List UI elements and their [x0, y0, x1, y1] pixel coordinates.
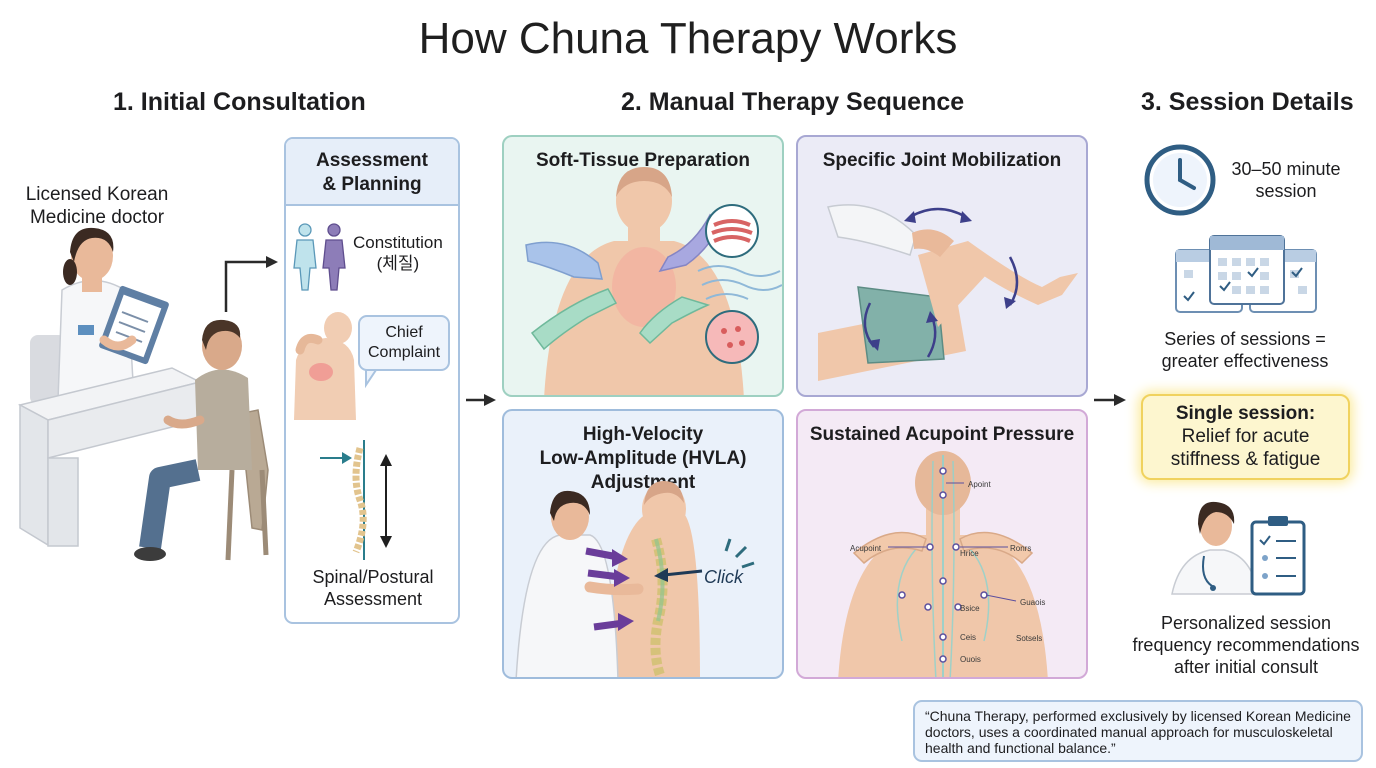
hvla-panel: High-Velocity Low-Amplitude (HVLA) Adjus… [502, 409, 784, 679]
acupoint-label-7: Sotsels [1016, 634, 1042, 643]
assessment-card-title: Assessment & Planning [286, 139, 458, 206]
acupoint-title: Sustained Acupoint Pressure [809, 424, 1075, 445]
acupoint-panel: Sustained Acupoint Pressure Apoint Acupo… [796, 409, 1088, 679]
chief-complaint-figure [294, 312, 356, 420]
spine-icon [320, 440, 392, 560]
soft-tissue-title: Soft-Tissue Preparation [536, 150, 750, 171]
doctor-clipboard-icon [1171, 501, 1306, 596]
click-label: Click [704, 567, 744, 587]
section-title-consultation: 1. Initial Consultation [113, 88, 366, 116]
acupoint-label-2: Hrice [960, 549, 979, 558]
joint-mobilization-illustration [818, 204, 1078, 381]
soft-tissue-panel: Soft-Tissue Preparation [502, 135, 784, 397]
section-title-sequence: 2. Manual Therapy Sequence [621, 88, 965, 116]
joint-mobilization-panel: Specific Joint Mobilization [796, 135, 1088, 397]
series-text: Series of sessions = greater effectivene… [1161, 329, 1329, 371]
desk [17, 367, 203, 547]
acupoint-label-4: Bsice [960, 604, 980, 613]
acupoint-label-8: Ouois [960, 655, 981, 664]
soft-tissue-illustration [525, 167, 782, 395]
chief-complaint-bubble: Chief Complaint [358, 315, 450, 371]
constitution-figures-icon [293, 223, 346, 291]
quote-box: “Chuna Therapy, performed exclusively by… [913, 700, 1363, 762]
single-session-box: Single session: Relief for acute stiffne… [1141, 394, 1350, 480]
section-title-details: 3. Session Details [1141, 88, 1354, 116]
calendar-icon [1175, 235, 1317, 313]
joint-mobilization-title: Specific Joint Mobilization [822, 150, 1062, 171]
clock-icon [1144, 144, 1216, 216]
personalized-text: Personalized session frequency recommend… [1132, 613, 1360, 677]
acupoint-label-5: Guaois [1020, 598, 1045, 607]
acupoint-illustration: Apoint Acupoint Hrice Ronrs Bsice Guaois… [838, 451, 1048, 677]
acupoint-label-0: Apoint [968, 480, 991, 489]
patient-illustration [134, 319, 269, 561]
hvla-illustration: Click [515, 481, 755, 677]
acupoint-label-6: Ceis [960, 633, 976, 642]
duration-text: 30–50 minute session [1231, 159, 1341, 201]
acupoint-label-3: Ronrs [1010, 544, 1031, 553]
spinal-assessment-label: Spinal/Postural Assessment [312, 567, 434, 609]
doctor-label: Licensed Korean Medicine doctor [25, 184, 169, 228]
page-title: How Chuna Therapy Works [418, 14, 958, 63]
doctor-illustration [30, 227, 169, 405]
constitution-label: Constitution (체질) [353, 233, 443, 273]
acupoint-label-1: Acupoint [850, 544, 882, 553]
